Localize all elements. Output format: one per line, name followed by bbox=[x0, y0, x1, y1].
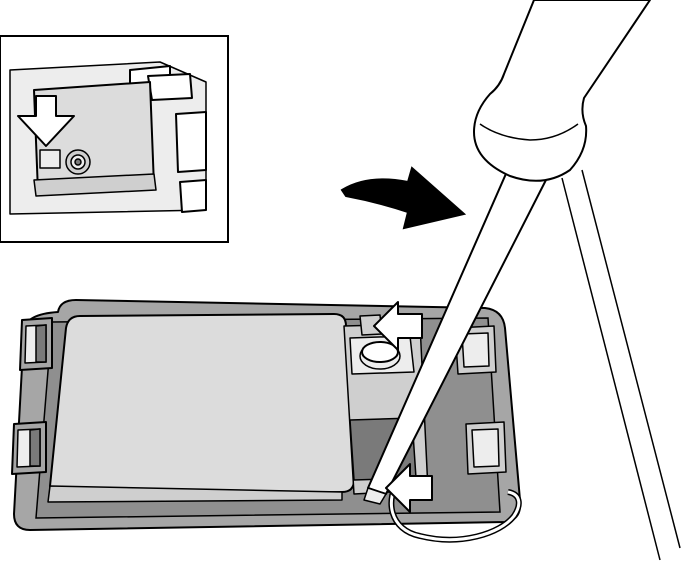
lever-rotation-arrow bbox=[340, 166, 467, 230]
tray-left-hinge-upper bbox=[19, 317, 53, 371]
screwdriver-handle bbox=[473, 0, 651, 182]
tray-right-clip-lower bbox=[465, 421, 507, 475]
battery-top-face bbox=[49, 313, 355, 499]
inset-detail bbox=[0, 35, 229, 243]
inset-down-arrow bbox=[17, 95, 75, 147]
coin-cell bbox=[359, 341, 401, 370]
pry-arrow-upper bbox=[373, 301, 423, 351]
tray-left-hinge-lower bbox=[11, 421, 47, 475]
inset-fan-grille bbox=[65, 149, 91, 175]
screwdriver-tip bbox=[363, 487, 387, 505]
battery-edge bbox=[47, 485, 343, 503]
battery-pack bbox=[47, 313, 355, 503]
pry-arrow-lower bbox=[385, 463, 433, 513]
screwdriver bbox=[363, 0, 681, 561]
